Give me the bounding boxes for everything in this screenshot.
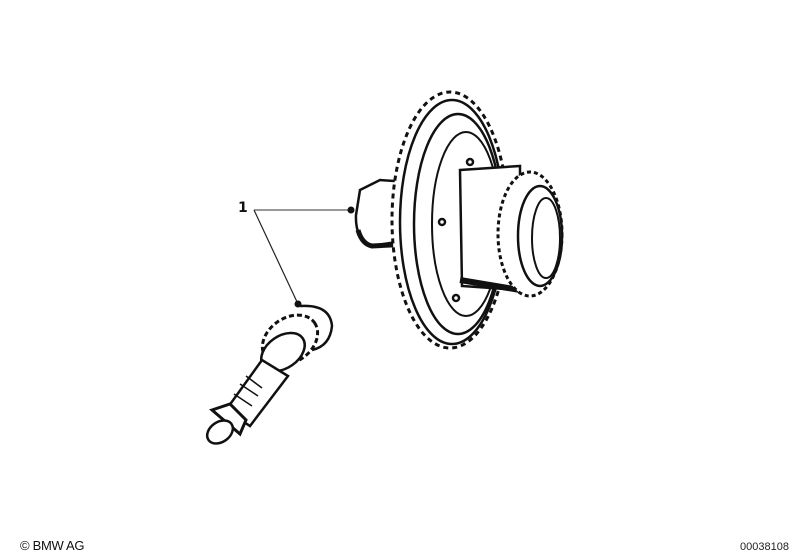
ring-gear-assembly[interactable]	[354, 90, 564, 350]
drive-pinion[interactable]	[203, 304, 334, 448]
callout-leader-lines	[253, 206, 355, 308]
callout-number-1[interactable]: 1	[238, 200, 248, 216]
image-id: 00038108	[740, 541, 789, 553]
copyright-text: © BMW AG	[20, 538, 85, 553]
